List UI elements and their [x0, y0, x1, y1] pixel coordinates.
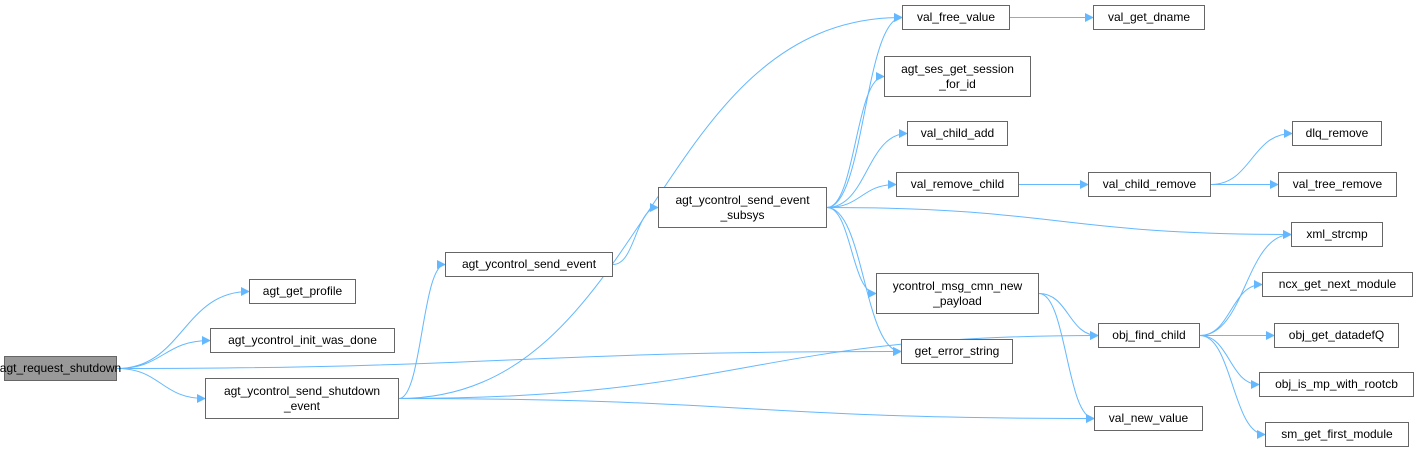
graph-node-val-tree-remove[interactable]: val_tree_remove: [1278, 172, 1397, 197]
graph-node-agt-ses-get-session-for-id[interactable]: agt_ses_get_session_for_id: [884, 56, 1031, 97]
graph-node-ycontrol-msg-cmn-new-payload[interactable]: ycontrol_msg_cmn_new_payload: [876, 273, 1039, 314]
call-edge-obj_find_child-to-sm_get_first_module: [1199, 335, 1266, 439]
node-label: agt_request_shutdown: [0, 361, 122, 375]
node-label: sm_get_first_module: [1281, 427, 1393, 441]
node-label: dlq_remove: [1305, 126, 1369, 140]
graph-node-val-new-value[interactable]: val_new_value: [1094, 406, 1203, 431]
node-label: val_free_value: [916, 10, 996, 24]
graph-node-dlq-remove[interactable]: dlq_remove: [1292, 121, 1382, 146]
call-edge-ycontrol_msg_cmn_new_payload-to-val_new_value: [1038, 293, 1095, 423]
call-edge-agt_ycontrol_send_shutdown_event-to-val_new_value: [398, 398, 1095, 423]
node-label: _subsys: [720, 207, 765, 222]
call-edge-agt_ycontrol_send_event_subsys-to-xml_strcmp: [826, 207, 1292, 239]
node-label: agt_ycontrol_send_event: [461, 257, 597, 271]
graph-node-val-get-dname[interactable]: val_get_dname: [1093, 5, 1205, 30]
graph-node-agt-ycontrol-send-event[interactable]: agt_ycontrol_send_event: [445, 252, 613, 277]
call-edge-obj_find_child-to-ncx_get_next_module: [1199, 280, 1263, 336]
call-edge-agt_ycontrol_send_shutdown_event-to-agt_ycontrol_send_event: [398, 260, 446, 399]
call-edge-agt_request_shutdown-to-agt_ycontrol_send_shutdown_event: [116, 368, 206, 403]
graph-node-val-child-remove[interactable]: val_child_remove: [1088, 172, 1211, 197]
call-edge-agt_ycontrol_send_event-to-agt_ycontrol_send_event_subsys: [612, 203, 659, 265]
call-edge-agt_ycontrol_send_shutdown_event-to-obj_find_child: [398, 331, 1099, 399]
node-label: obj_get_datadefQ: [1288, 328, 1385, 342]
node-label: val_tree_remove: [1292, 177, 1383, 191]
node-label: obj_is_mp_with_rootcb: [1275, 377, 1398, 391]
node-label: ncx_get_next_module: [1278, 277, 1397, 291]
node-label: _event: [283, 398, 321, 413]
graph-node-val-remove-child[interactable]: val_remove_child: [896, 172, 1019, 197]
graph-node-agt-ycontrol-send-shutdown-event[interactable]: agt_ycontrol_send_shutdown_event: [205, 378, 399, 419]
call-edge-agt_request_shutdown-to-get_error_string: [116, 347, 902, 369]
call-edge-obj_find_child-to-obj_is_mp_with_rootcb: [1199, 335, 1260, 389]
graph-node-obj-find-child[interactable]: obj_find_child: [1098, 323, 1200, 348]
node-label: val_get_dname: [1107, 10, 1191, 24]
node-label: agt_ses_get_session: [901, 61, 1014, 76]
node-label: ycontrol_msg_cmn_new: [892, 278, 1023, 293]
node-label: xml_strcmp: [1306, 227, 1368, 241]
call-edge-ycontrol_msg_cmn_new_payload-to-obj_find_child: [1038, 293, 1099, 340]
graph-node-agt-ycontrol-send-event-subsys[interactable]: agt_ycontrol_send_event_subsys: [658, 187, 827, 228]
node-label: val_child_add: [920, 126, 995, 140]
node-label: _payload: [933, 293, 982, 308]
graph-node-xml-strcmp[interactable]: xml_strcmp: [1291, 222, 1383, 247]
graph-node-get-error-string[interactable]: get_error_string: [901, 339, 1013, 364]
call-edge-agt_request_shutdown-to-agt_ycontrol_init_was_done: [116, 336, 211, 369]
call-edge-agt_ycontrol_send_event_subsys-to-val_free_value: [826, 13, 903, 208]
graph-node-sm-get-first-module[interactable]: sm_get_first_module: [1265, 422, 1409, 447]
call-edge-agt_request_shutdown-to-agt_get_profile: [116, 287, 250, 369]
graph-node-ncx-get-next-module[interactable]: ncx_get_next_module: [1262, 272, 1413, 297]
graph-node-obj-is-mp-with-rootcb[interactable]: obj_is_mp_with_rootcb: [1259, 372, 1414, 397]
node-label: get_error_string: [914, 344, 1000, 358]
graph-node-agt-request-shutdown[interactable]: agt_request_shutdown: [0, 356, 121, 381]
call-edge-agt_ycontrol_send_event_subsys-to-get_error_string: [826, 207, 902, 356]
node-label: val_remove_child: [910, 177, 1005, 191]
graph-node-agt-ycontrol-init-was-done[interactable]: agt_ycontrol_init_was_done: [210, 328, 395, 353]
graph-node-val-free-value[interactable]: val_free_value: [902, 5, 1010, 30]
call-edge-val_child_remove-to-dlq_remove: [1210, 129, 1293, 185]
call-edge-agt_ycontrol_send_event_subsys-to-val_child_add: [826, 129, 908, 208]
node-label: val_child_remove: [1102, 177, 1197, 191]
node-label: agt_ycontrol_init_was_done: [228, 333, 377, 347]
call-edge-agt_ycontrol_send_event_subsys-to-agt_ses_get_session_for_id: [826, 72, 885, 208]
graph-node-obj-get-datadefQ[interactable]: obj_get_datadefQ: [1274, 323, 1399, 348]
node-label: val_new_value: [1108, 411, 1189, 425]
call-edge-agt_ycontrol_send_event_subsys-to-ycontrol_msg_cmn_new_payload: [826, 207, 877, 298]
node-label: _for_id: [939, 76, 976, 91]
node-label: agt_ycontrol_send_shutdown: [223, 383, 381, 398]
call-edge-agt_ycontrol_send_event_subsys-to-val_remove_child: [826, 180, 897, 208]
node-label: obj_find_child: [1112, 328, 1186, 342]
node-label: agt_get_profile: [262, 284, 343, 298]
graph-node-agt-get-profile[interactable]: agt_get_profile: [249, 279, 356, 304]
node-label: agt_ycontrol_send_event: [675, 192, 810, 207]
graph-node-val-child-add[interactable]: val_child_add: [907, 121, 1008, 146]
